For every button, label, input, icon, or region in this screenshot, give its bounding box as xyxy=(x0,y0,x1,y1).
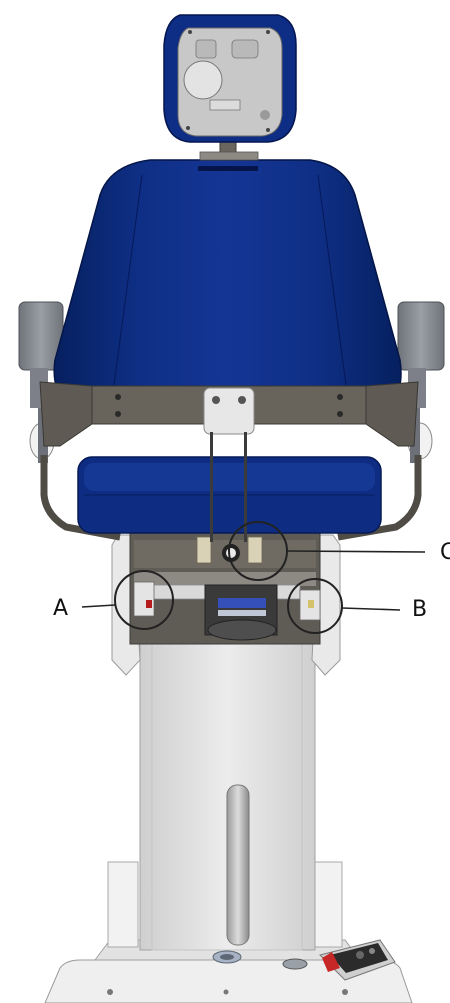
backrest-tilt-linkage xyxy=(203,387,255,542)
chair-column xyxy=(139,639,316,951)
lower-column-housing xyxy=(107,861,343,948)
callout-c-circle xyxy=(228,521,426,581)
lift-mechanism xyxy=(129,531,321,645)
armrest-support-frame xyxy=(40,455,422,541)
seat-cushion xyxy=(77,456,382,534)
callout-label-a: A xyxy=(53,596,69,621)
callout-b-circle xyxy=(287,578,401,634)
backrest xyxy=(53,159,402,411)
callout-label-c: C xyxy=(440,540,450,565)
callout-label-b: B xyxy=(412,597,428,622)
callout-a-circle xyxy=(81,570,174,630)
headrest xyxy=(163,14,297,143)
foot-pedal xyxy=(319,939,396,981)
